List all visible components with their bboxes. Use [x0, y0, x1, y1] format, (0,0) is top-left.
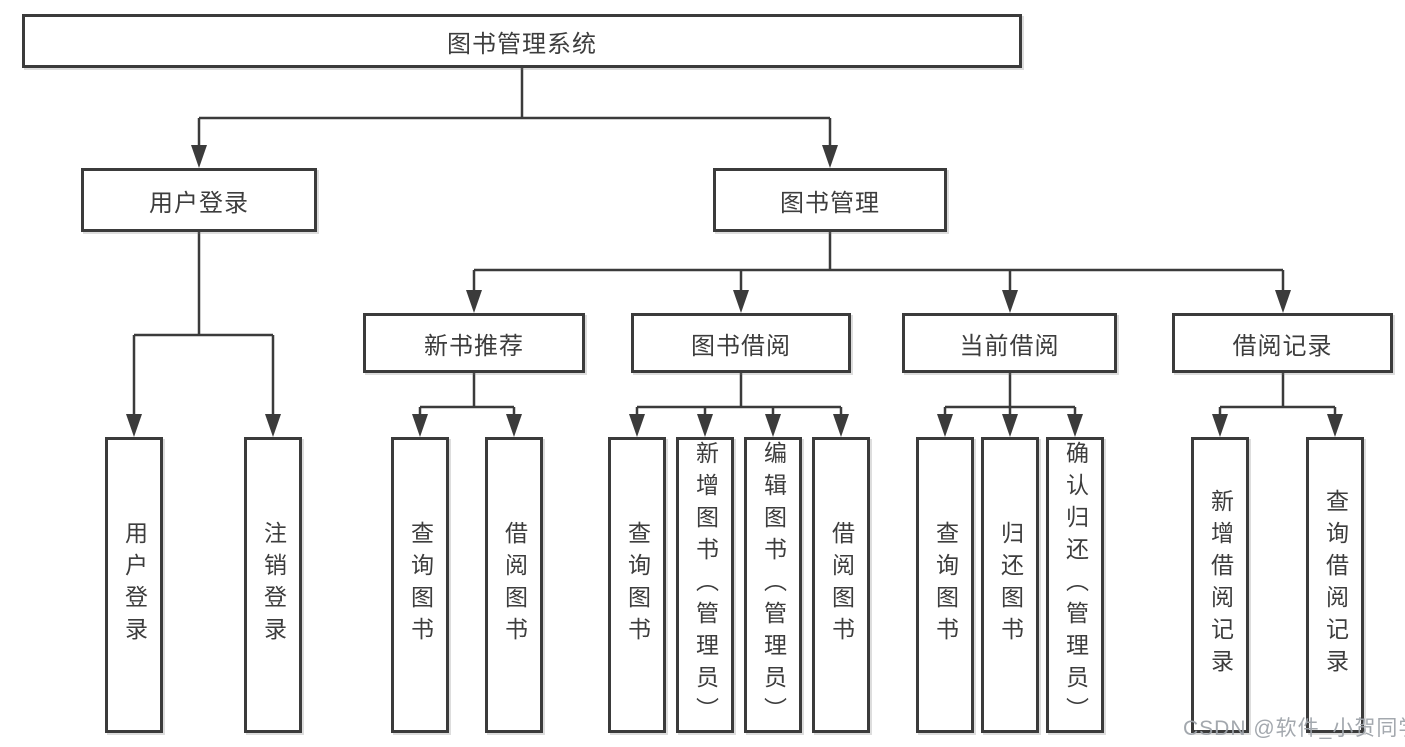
node-user-login: 用户登录 [81, 168, 317, 232]
leaf-query-books-borrow: 查询图书 [608, 437, 666, 733]
leaf-edit-book-admin: 编辑图书（管理员） [744, 437, 802, 733]
node-root: 图书管理系统 [22, 14, 1022, 68]
leaf-add-borrow-record-label: 新增借阅记录 [1207, 489, 1234, 681]
leaf-borrow-books-recommend-label: 借阅图书 [501, 521, 528, 649]
leaf-query-books-borrow-label: 查询图书 [624, 521, 651, 649]
leaf-query-books-recommend-label: 查询图书 [407, 521, 434, 649]
leaf-borrow-books-recommend: 借阅图书 [485, 437, 543, 733]
leaf-return-book: 归还图书 [981, 437, 1039, 733]
node-book-management: 图书管理 [713, 168, 947, 232]
leaf-add-borrow-record: 新增借阅记录 [1191, 437, 1249, 733]
node-new-book-recommend: 新书推荐 [363, 313, 585, 373]
leaf-return-book-label: 归还图书 [997, 521, 1024, 649]
leaf-query-books-current-label: 查询图书 [932, 521, 959, 649]
leaf-borrow-books: 借阅图书 [812, 437, 870, 733]
node-book-borrow: 图书借阅 [631, 313, 851, 373]
leaf-query-borrow-record: 查询借阅记录 [1306, 437, 1364, 733]
leaf-logout-label: 注销登录 [260, 521, 287, 649]
leaf-query-books-recommend: 查询图书 [391, 437, 449, 733]
leaf-user-login-label: 用户登录 [121, 521, 148, 649]
leaf-borrow-books-label: 借阅图书 [828, 521, 855, 649]
leaf-confirm-return-admin: 确认归还（管理员） [1046, 437, 1104, 733]
leaf-query-borrow-record-label: 查询借阅记录 [1322, 489, 1349, 681]
leaf-user-login: 用户登录 [105, 437, 163, 733]
leaf-edit-book-admin-label: 编辑图书（管理员） [760, 441, 787, 729]
leaf-confirm-return-admin-label: 确认归还（管理员） [1062, 441, 1089, 729]
leaf-query-books-current: 查询图书 [916, 437, 974, 733]
leaf-logout: 注销登录 [244, 437, 302, 733]
watermark: CSDN @软件_小贺同学 [1183, 717, 1405, 740]
node-current-borrow: 当前借阅 [902, 313, 1117, 373]
node-borrow-records: 借阅记录 [1172, 313, 1393, 373]
leaf-add-book-admin-label: 新增图书（管理员） [692, 441, 719, 729]
leaf-add-book-admin: 新增图书（管理员） [676, 437, 734, 733]
